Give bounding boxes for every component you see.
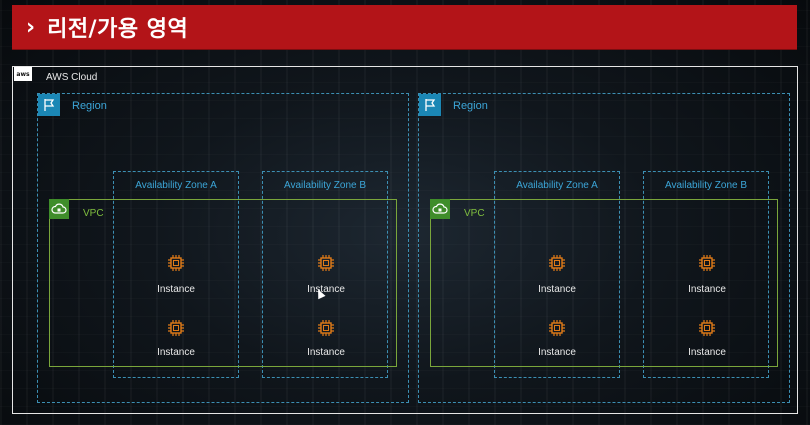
az-label-a-1: Availability Zone A bbox=[135, 180, 217, 191]
instance-label: Instance bbox=[307, 284, 345, 295]
vpc-group-2 bbox=[430, 199, 778, 367]
region-flag-icon bbox=[419, 94, 441, 116]
ec2-chip-icon bbox=[697, 253, 717, 273]
region-group-2 bbox=[418, 93, 790, 403]
vpc-cloud-icon bbox=[430, 199, 450, 219]
instance-label: Instance bbox=[688, 347, 726, 358]
vpc-label-2: VPC bbox=[464, 208, 485, 219]
instance-label: Instance bbox=[157, 284, 195, 295]
vpc-group-1 bbox=[49, 199, 397, 367]
ec2-chip-icon bbox=[166, 318, 186, 338]
availability-zone-a-2 bbox=[494, 171, 620, 378]
ec2-chip-icon bbox=[166, 253, 186, 273]
ec2-chip-icon bbox=[547, 253, 567, 273]
availability-zone-b-1 bbox=[262, 171, 388, 378]
vpc-label-1: VPC bbox=[83, 208, 104, 219]
chevron-right-icon: › bbox=[26, 14, 36, 40]
aws-cloud-group bbox=[12, 66, 798, 414]
instance-label: Instance bbox=[157, 347, 195, 358]
region-flag-icon bbox=[38, 94, 60, 116]
az-label-b-2: Availability Zone B bbox=[664, 180, 748, 191]
instance-label: Instance bbox=[307, 347, 345, 358]
ec2-chip-icon bbox=[547, 318, 567, 338]
aws-logo-icon: aws bbox=[14, 67, 32, 81]
az-label-b-1: Availability Zone B bbox=[283, 180, 367, 191]
ec2-chip-icon bbox=[316, 253, 336, 273]
vpc-cloud-icon bbox=[49, 199, 69, 219]
instance-label: Instance bbox=[538, 284, 576, 295]
ec2-chip-icon bbox=[697, 318, 717, 338]
availability-zone-a-1 bbox=[113, 171, 239, 378]
region-label-1: Region bbox=[72, 100, 107, 112]
instance-label: Instance bbox=[538, 347, 576, 358]
ec2-chip-icon bbox=[316, 318, 336, 338]
slide-title-bar: › 리전/가용 영역 bbox=[12, 5, 797, 49]
aws-cloud-label: AWS Cloud bbox=[46, 72, 98, 83]
region-group-1 bbox=[37, 93, 409, 403]
instance-label: Instance bbox=[688, 284, 726, 295]
region-label-2: Region bbox=[453, 100, 488, 112]
slide-title: 리전/가용 영역 bbox=[47, 17, 189, 42]
availability-zone-b-2 bbox=[643, 171, 769, 378]
az-label-a-2: Availability Zone A bbox=[516, 180, 598, 191]
